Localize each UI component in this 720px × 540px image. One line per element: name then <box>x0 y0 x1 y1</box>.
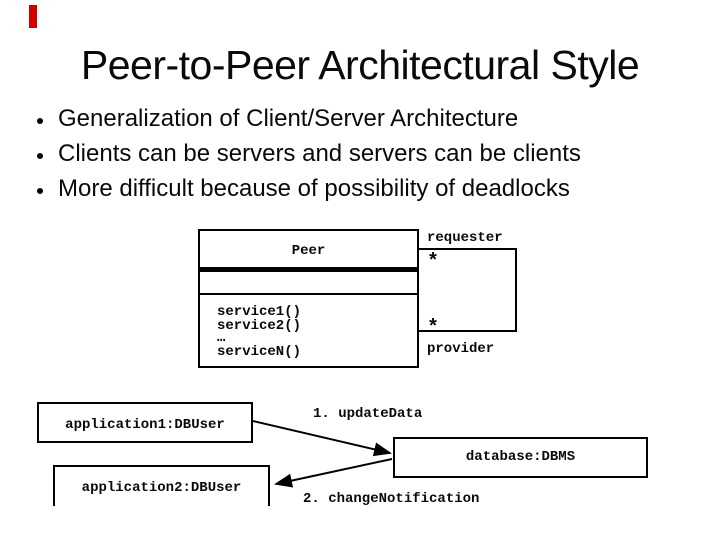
bullet-icon <box>37 118 43 124</box>
bullet-icon <box>37 188 43 194</box>
peer-class-name: Peer <box>291 243 326 259</box>
association-line-right <box>515 248 517 332</box>
operation: service2() <box>217 318 302 334</box>
application1-object-box: application1:DBUser <box>37 402 253 443</box>
class-operations-compartment: service1() service2() … serviceN() <box>200 293 417 359</box>
class-attributes-compartment <box>200 272 417 293</box>
operations-ellipsis: … <box>217 330 226 346</box>
bullet-icon <box>37 153 43 159</box>
change-notification-message-label: 2. changeNotification <box>303 491 480 507</box>
provider-multiplicity: * <box>427 317 440 340</box>
application2-object-box: application2:DBUser <box>53 465 270 506</box>
bullet-item: Generalization of Client/Server Architec… <box>37 104 518 134</box>
bullet-text: Clients can be servers and servers can b… <box>58 140 581 167</box>
peer-class-box: Peer service1() service2() … serviceN() <box>198 229 419 368</box>
requester-multiplicity: * <box>427 251 440 274</box>
update-data-message-label: 1. updateData <box>313 406 423 422</box>
update-data-arrow <box>252 420 392 457</box>
bullet-text: Generalization of Client/Server Architec… <box>58 105 519 132</box>
class-title-divider <box>200 267 417 272</box>
operation: service1() <box>217 304 302 320</box>
change-notification-arrow <box>274 458 393 488</box>
requester-role-label: requester <box>427 230 503 246</box>
bullet-text: More difficult because of possibility of… <box>58 175 570 202</box>
database-object-box: database:DBMS <box>393 437 648 478</box>
operation: serviceN() <box>217 344 302 360</box>
red-accent-mark <box>29 5 37 28</box>
association-line-bottom <box>419 330 517 332</box>
slide-title: Peer-to-Peer Architectural Style <box>80 42 640 88</box>
bullet-item: Clients can be servers and servers can b… <box>37 139 581 169</box>
association-line-top <box>419 248 517 250</box>
provider-role-label: provider <box>427 341 495 357</box>
bullet-item: More difficult because of possibility of… <box>37 174 570 204</box>
